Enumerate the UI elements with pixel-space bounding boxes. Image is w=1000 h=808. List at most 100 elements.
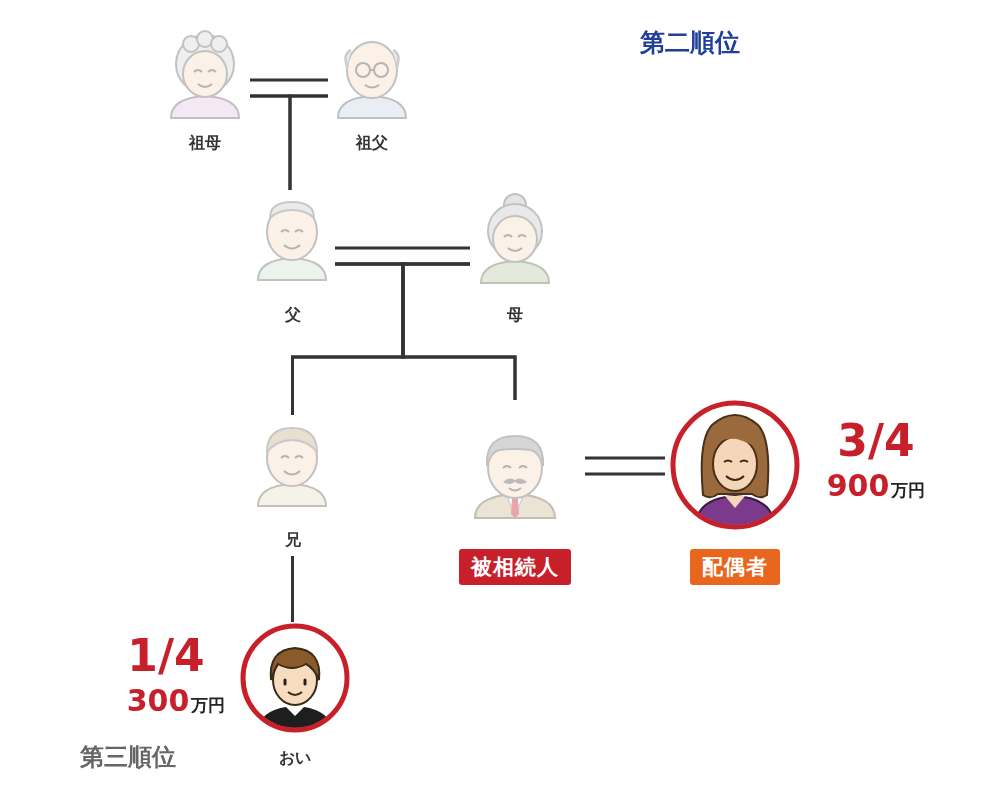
person-node: 配偶者 — [665, 398, 805, 585]
marriage-line — [585, 458, 665, 474]
region-border — [127, 17, 768, 333]
marriage-line — [250, 80, 328, 96]
descent-line — [403, 264, 515, 400]
share-value: 300 — [127, 683, 190, 718]
person-name: 兄 — [285, 530, 301, 550]
share-value: 1/4 — [127, 630, 204, 681]
person-node: おい — [235, 622, 355, 768]
person-node: 兄 — [250, 415, 335, 550]
mother-figure-part — [481, 261, 549, 283]
spouse-figure-part-part — [724, 461, 748, 481]
brother-figure-part — [281, 456, 303, 475]
grandfather-figure-part — [374, 63, 388, 77]
nephew-figure-part-part — [288, 692, 302, 695]
nephew-figure-part-part — [285, 680, 305, 684]
nephew-figure-part-part — [285, 706, 305, 716]
descent-line-stroke — [293, 264, 471, 415]
spouse-figure-part-part — [725, 496, 745, 508]
brother-figure — [258, 428, 326, 506]
region-outline — [50, 373, 368, 782]
marriage-line-stroke — [335, 247, 470, 250]
father-figure-part — [258, 258, 326, 280]
descent-line — [335, 264, 515, 400]
father-figure-part — [270, 202, 314, 218]
unit-label: 万円 — [191, 694, 225, 717]
grandfather-figure — [338, 42, 406, 118]
share-value: 900 — [827, 468, 890, 503]
share-row: 900万円 — [800, 468, 950, 503]
person-name: 父 — [285, 305, 301, 325]
region-border — [52, 375, 366, 780]
descent-line — [293, 264, 471, 415]
descent-line — [292, 556, 293, 622]
deceased-figure — [475, 436, 555, 518]
person-node: 被相続人 — [445, 400, 585, 585]
mother-figure-part — [504, 235, 526, 251]
deceased-figure-part — [503, 466, 527, 468]
spouse-figure-part-part — [713, 437, 757, 491]
nephew-figure-part — [243, 626, 347, 730]
descent-line — [293, 264, 404, 415]
descent-line-stroke — [250, 96, 290, 190]
grandfather-figure-part — [347, 42, 397, 98]
grandfather-figure-part — [338, 96, 406, 118]
deceased-figure-part — [509, 488, 521, 491]
nephew-figure-part-part — [271, 648, 320, 680]
marriage-line-stroke — [585, 473, 665, 476]
descent-line-stroke — [290, 96, 328, 190]
person-node: 父 — [250, 190, 335, 325]
person-node: 祖父 — [328, 25, 416, 153]
person-node: 祖母 — [160, 25, 250, 153]
deceased-figure-part — [511, 498, 519, 518]
role-tag: 配偶者 — [690, 549, 780, 585]
spouse-figure-part — [673, 403, 797, 527]
share-row: 1/4 — [95, 630, 235, 681]
spouse-figure-part-part — [713, 430, 757, 450]
brother-figure-part — [258, 484, 326, 506]
grandfather-figure-part — [346, 50, 399, 66]
faded-people — [171, 31, 555, 518]
nephew-figure-part — [243, 626, 347, 730]
unit-label: 万円 — [891, 479, 925, 502]
grandmother-figure-part — [194, 70, 216, 87]
marriage-line — [335, 248, 470, 264]
deceased-figure-part — [487, 436, 543, 466]
descent-line — [290, 96, 328, 190]
grandmother-figure-part — [171, 96, 239, 118]
marriage-line-stroke — [250, 79, 328, 82]
spouse-figure-part — [695, 415, 775, 530]
spouse-figure — [673, 403, 797, 530]
deceased-figure-part — [503, 478, 527, 484]
role-tag: 被相続人 — [459, 549, 571, 585]
nephew-figure — [243, 626, 347, 735]
descent-line-stroke — [293, 264, 404, 415]
grandmother-figure — [171, 31, 239, 118]
share-row: 300万円 — [105, 683, 245, 718]
person-name: おい — [279, 748, 311, 768]
person-node: 母 — [470, 190, 560, 325]
share-row: 3/4 — [800, 415, 950, 466]
priority-region: 第三順位 兄おい — [50, 373, 368, 782]
father-figure-part — [281, 230, 303, 249]
brother-figure-part — [267, 428, 317, 452]
mother-figure-part — [493, 216, 537, 262]
person-name: 祖父 — [356, 133, 388, 153]
person-name: 祖母 — [189, 133, 221, 153]
grandmother-figure-part — [183, 51, 227, 97]
descent-line — [250, 96, 290, 190]
priority-region: 第二順位祖母祖父父母 — [125, 15, 770, 335]
descent-line-stroke — [403, 264, 515, 400]
person-name: 母 — [507, 305, 523, 325]
grandfather-figure-part — [365, 70, 379, 88]
region-title: 第三順位 — [80, 741, 176, 773]
share-value: 3/4 — [837, 415, 914, 466]
mother-figure — [481, 194, 549, 283]
grandfather-figure-part — [356, 63, 370, 77]
descent-line-stroke — [291, 556, 294, 622]
father-figure — [258, 202, 326, 280]
descent-line-stroke — [335, 264, 515, 400]
spouse-figure-part-part — [702, 415, 769, 497]
marriage-line-stroke — [585, 457, 665, 460]
grandmother-figure-part — [211, 36, 227, 52]
